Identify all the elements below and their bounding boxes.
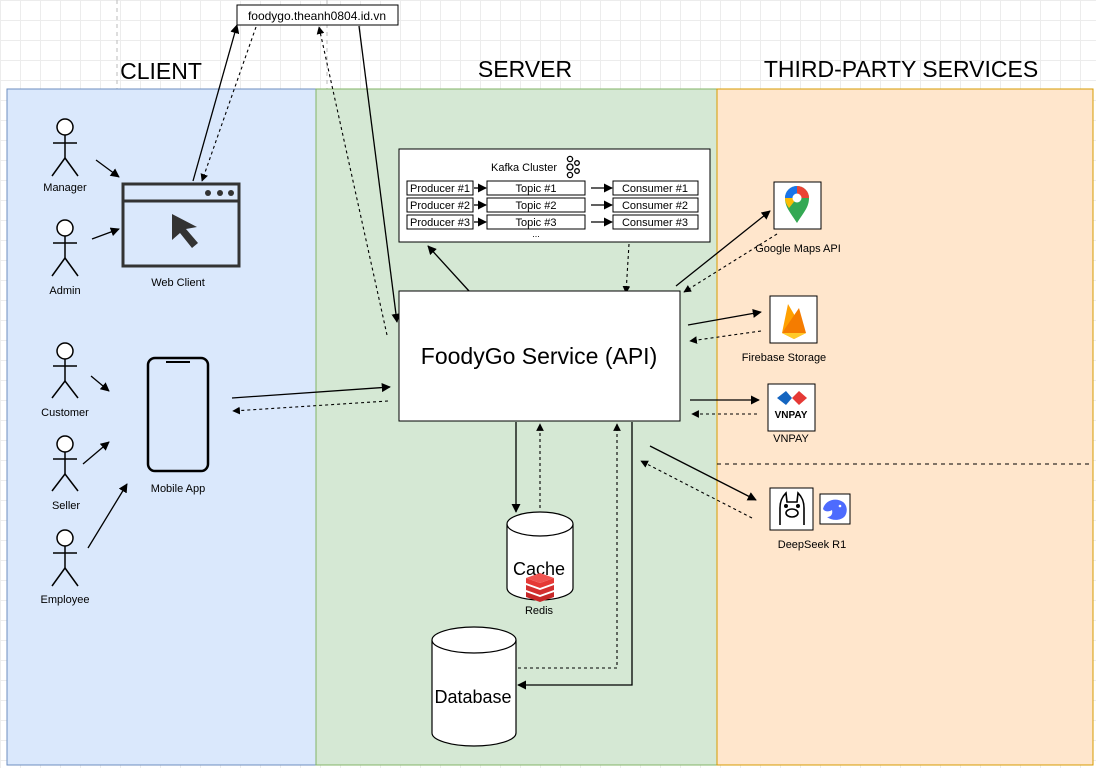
firebase-label: Firebase Storage — [742, 352, 826, 364]
vnpay-icon-box — [767, 383, 816, 432]
arrow-service-deepseek — [649, 445, 757, 501]
arrow-customer-mobile — [90, 375, 110, 392]
kafka-consumer: Consumer #1 — [622, 183, 688, 195]
kafka-row-2: Producer #2 Topic #2 Consumer #2 — [406, 197, 699, 213]
kafka-topic: Topic #3 — [516, 217, 557, 229]
arrow-kafka-service — [622, 243, 631, 294]
actor-manager — [51, 118, 79, 177]
actor-seller — [51, 435, 79, 492]
actor-customer — [51, 342, 79, 399]
foodygo-service-box — [398, 290, 681, 422]
client-title: CLIENT — [120, 58, 202, 84]
database-label: Database — [434, 687, 511, 707]
arrow-web-domain — [192, 24, 240, 182]
actor-label-employee: Employee — [41, 594, 90, 606]
web-client-icon — [121, 182, 241, 268]
kafka-icon — [566, 155, 580, 179]
arrow-service-maps — [675, 210, 771, 287]
kafka-row-3: Producer #3 Topic #3 Consumer #3 — [406, 214, 699, 230]
arrow-manager-web — [95, 159, 120, 178]
arrow-database-service — [518, 423, 621, 669]
domain-label: foodygo.theanh0804.id.vn — [248, 9, 386, 23]
cache-cylinder — [506, 511, 574, 601]
arrow-admin-web — [91, 227, 120, 240]
kafka-topic: Topic #1 — [516, 183, 557, 195]
arrow-service-mobile — [232, 400, 389, 415]
kafka-row-1: Producer #1 Topic #1 Consumer #1 — [406, 180, 699, 196]
firebase-icon — [782, 304, 806, 339]
domain-box — [236, 4, 399, 26]
ollama-icon — [779, 491, 805, 525]
actor-label-seller: Seller — [52, 500, 80, 512]
database-cylinder — [431, 626, 517, 747]
arrow-deepseek-service — [640, 460, 753, 519]
actor-label-manager: Manager — [43, 182, 87, 194]
arrow-employee-mobile — [87, 483, 128, 549]
arrow-service-domain — [316, 26, 388, 336]
arrow-mobile-service — [231, 383, 391, 399]
kafka-topic: Topic #2 — [516, 200, 557, 212]
vnpay-icon — [777, 391, 807, 405]
actor-label-customer: Customer — [41, 407, 89, 419]
arrow-seller-mobile — [82, 441, 110, 465]
redis-label: Redis — [525, 605, 554, 617]
kafka-producer: Producer #3 — [410, 217, 470, 229]
kafka-producer: Producer #1 — [410, 183, 470, 195]
arrow-domain-service — [358, 25, 401, 323]
arrow-maps-service — [683, 233, 778, 293]
kafka-title: Kafka Cluster — [491, 162, 557, 174]
vnpay-logo-text: VNPAY — [775, 410, 808, 421]
kafka-producer: Producer #2 — [410, 200, 470, 212]
server-title: SERVER — [478, 56, 572, 82]
google-maps-icon — [785, 186, 809, 223]
cache-label: Cache — [513, 559, 565, 579]
deepseek-label: DeepSeek R1 — [778, 539, 847, 551]
actor-label-admin: Admin — [49, 285, 80, 297]
mobile-app-label: Mobile App — [151, 483, 205, 495]
arrow-service-kafka — [427, 245, 470, 292]
actor-employee — [51, 529, 79, 587]
redis-icon — [526, 573, 554, 602]
actor-admin — [51, 219, 79, 277]
arrow-service-database — [517, 422, 633, 690]
arrow-service-firebase — [687, 308, 762, 326]
google-maps-label: Google Maps API — [755, 243, 841, 255]
deepseek-icon — [823, 499, 847, 520]
foodygo-service-label: FoodyGo Service (API) — [421, 343, 657, 369]
vnpay-label: VNPAY — [773, 433, 809, 445]
web-client-label: Web Client — [151, 277, 205, 289]
kafka-ellipsis: ... — [532, 229, 540, 239]
mobile-app-icon — [146, 356, 210, 473]
kafka-consumer: Consumer #3 — [622, 217, 688, 229]
kafka-consumer: Consumer #2 — [622, 200, 688, 212]
third-party-title: THIRD-PARTY SERVICES — [764, 56, 1038, 82]
